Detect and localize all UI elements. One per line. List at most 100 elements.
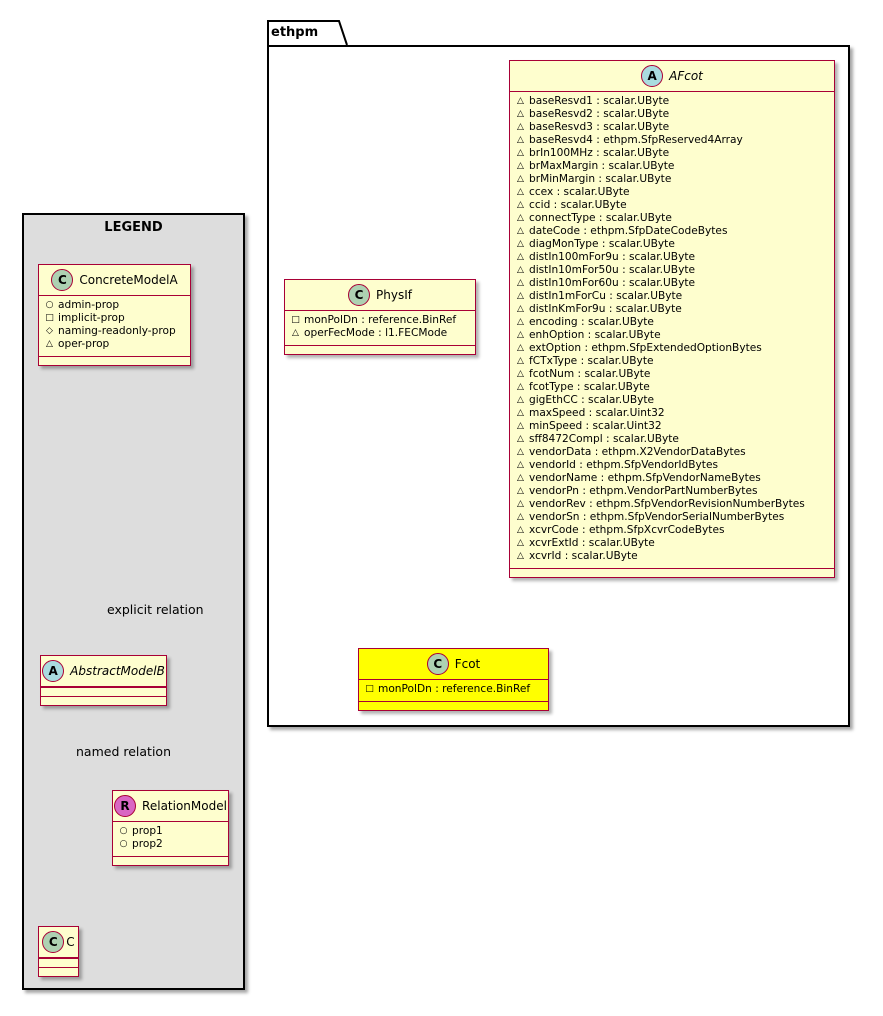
attribute-package: △dateCode : ethpm.SfpDateCodeBytes bbox=[516, 225, 828, 238]
attribute-text: xcvrExtId : scalar.UByte bbox=[529, 537, 655, 549]
attribute-text: baseResvd4 : ethpm.SfpReserved4Array bbox=[529, 134, 743, 146]
attribute-package: △xcvrCode : ethpm.SfpXcvrCodeBytes bbox=[516, 524, 828, 537]
attribute-public: ○prop2 bbox=[119, 838, 222, 851]
package-visibility-icon: △ bbox=[517, 538, 524, 548]
private-visibility-icon: □ bbox=[365, 684, 374, 694]
package-visibility-icon: △ bbox=[517, 278, 524, 288]
attribute-text: vendorPn : ethpm.VendorPartNumberBytes bbox=[529, 485, 758, 497]
attribute-private: □monPolDn : reference.BinRef bbox=[291, 314, 469, 327]
package-visibility-icon: △ bbox=[517, 96, 524, 106]
attribute-package: △ccid : scalar.UByte bbox=[516, 199, 828, 212]
package-visibility-icon: △ bbox=[517, 369, 524, 379]
attribute-text: vendorData : ethpm.X2VendorDataBytes bbox=[529, 446, 746, 458]
attribute-package: △ vendorRev : ethpm.SfpVendorRevisionNumb… bbox=[516, 498, 828, 511]
class-name: RelationModel bbox=[142, 799, 227, 813]
attribute-text: baseResvd1 : scalar.UByte bbox=[529, 95, 670, 107]
package-visibility-icon: △ bbox=[517, 213, 524, 223]
attribute-list: □monPolDn : reference.BinRef△operFecMode… bbox=[285, 311, 475, 345]
package-visibility-icon: △ bbox=[517, 447, 524, 457]
protected-visibility-icon: ◇ bbox=[46, 326, 53, 336]
package-visibility-icon: △ bbox=[517, 382, 524, 392]
attribute-text: brMaxMargin : scalar.UByte bbox=[529, 160, 675, 172]
attribute-private: □implicit-prop bbox=[45, 312, 184, 325]
attribute-text: encoding : scalar.UByte bbox=[529, 316, 654, 328]
package-name: ethpm bbox=[271, 25, 319, 40]
attribute-list: △baseResvd1 : scalar.UByte△baseResvd2 : … bbox=[510, 92, 834, 568]
attribute-public: ○prop1 bbox=[119, 825, 222, 838]
attribute-package: △ fCTxType : scalar.UByte bbox=[516, 355, 828, 368]
attribute-text: oper-prop bbox=[58, 338, 110, 350]
class-name: C bbox=[66, 935, 75, 949]
package-tab bbox=[267, 20, 348, 46]
package-visibility-icon: △ bbox=[517, 122, 524, 132]
attribute-package: △maxSpeed : scalar.Uint32 bbox=[516, 407, 828, 420]
package-visibility-icon: △ bbox=[517, 512, 524, 522]
attribute-text: enhOption : scalar.UByte bbox=[529, 329, 661, 341]
method-compartment bbox=[41, 696, 166, 705]
attribute-text: connectType : scalar.UByte bbox=[529, 212, 672, 224]
package-visibility-icon: △ bbox=[517, 343, 524, 353]
private-visibility-icon: □ bbox=[291, 315, 300, 325]
attribute-text: distIn10mFor50u : scalar.UByte bbox=[529, 264, 696, 276]
class-badge-icon: C bbox=[426, 653, 449, 675]
attribute-public: ○admin-prop bbox=[45, 299, 184, 312]
attribute-package: △brMinMargin : scalar.UByte bbox=[516, 173, 828, 186]
attribute-package: △brIn100MHz : scalar.UByte bbox=[516, 147, 828, 160]
attribute-list: ○admin-prop□implicit-prop◇ naming-readonl… bbox=[39, 296, 190, 356]
package-visibility-icon: △ bbox=[517, 434, 524, 444]
attribute-compartment bbox=[41, 687, 166, 696]
attribute-package: △vendorName : ethpm.SfpVendorNameBytes bbox=[516, 472, 828, 485]
explicit-relation-label: explicit relation bbox=[107, 602, 204, 617]
attribute-list: ○prop1○prop2 bbox=[113, 822, 228, 856]
package-visibility-icon: △ bbox=[292, 328, 299, 338]
package-visibility-icon: △ bbox=[517, 174, 524, 184]
attribute-package: △fcotType : scalar.UByte bbox=[516, 381, 828, 394]
attribute-text: sff8472Compl : scalar.UByte bbox=[529, 433, 679, 445]
package-visibility-icon: △ bbox=[517, 551, 524, 561]
afcot-class: A AFcot △baseResvd1 : scalar.UByte△baseR… bbox=[509, 60, 835, 578]
method-compartment bbox=[39, 356, 190, 365]
attribute-text: extOption : ethpm.SfpExtendedOptionBytes bbox=[529, 342, 762, 354]
method-compartment bbox=[39, 967, 78, 976]
attribute-text: implicit-prop bbox=[58, 312, 125, 324]
attribute-text: fCTxType : scalar.UByte bbox=[529, 355, 654, 367]
attribute-text: xcvrCode : ethpm.SfpXcvrCodeBytes bbox=[529, 524, 725, 536]
attribute-package: △ vendorId : ethpm.SfpVendorIdBytes bbox=[516, 459, 828, 472]
attribute-text: brIn100MHz : scalar.UByte bbox=[529, 147, 670, 159]
c-class: C C bbox=[38, 926, 79, 977]
attribute-text: baseResvd3 : scalar.UByte bbox=[529, 121, 670, 133]
package-visibility-icon: △ bbox=[46, 339, 53, 349]
attribute-text: monPolDn : reference.BinRef bbox=[378, 683, 531, 695]
package-visibility-icon: △ bbox=[517, 499, 524, 509]
attribute-text: naming-readonly-prop bbox=[58, 325, 176, 337]
attribute-text: baseResvd2 : scalar.UByte bbox=[529, 108, 670, 120]
package-visibility-icon: △ bbox=[517, 226, 524, 236]
attribute-text: prop2 bbox=[132, 838, 163, 850]
package-visibility-icon: △ bbox=[517, 135, 524, 145]
attribute-package: △minSpeed : scalar.Uint32 bbox=[516, 420, 828, 433]
attribute-package: △gigEthCC : scalar.UByte bbox=[516, 394, 828, 407]
attribute-package: △encoding : scalar.UByte bbox=[516, 316, 828, 329]
attribute-package: △ connectType : scalar.UByte bbox=[516, 212, 828, 225]
package-visibility-icon: △ bbox=[517, 265, 524, 275]
concrete-model-a-class: C ConcreteModelA ○admin-prop□implicit-pr… bbox=[38, 264, 191, 366]
package-visibility-icon: △ bbox=[517, 356, 524, 366]
class-name: ConcreteModelA bbox=[79, 273, 178, 287]
package-visibility-icon: △ bbox=[517, 187, 524, 197]
attribute-package: △brMaxMargin : scalar.UByte bbox=[516, 160, 828, 173]
package-visibility-icon: △ bbox=[517, 421, 524, 431]
attribute-package: △ extOption : ethpm.SfpExtendedOptionByte… bbox=[516, 342, 828, 355]
attribute-package: △baseResvd2 : scalar.UByte bbox=[516, 108, 828, 121]
attribute-text: vendorName : ethpm.SfpVendorNameBytes bbox=[529, 472, 761, 484]
attribute-text: vendorId : ethpm.SfpVendorIdBytes bbox=[529, 459, 718, 471]
package-visibility-icon: △ bbox=[517, 460, 524, 470]
attribute-package: △vendorSn : ethpm.SfpVendorSerialNumberB… bbox=[516, 511, 828, 524]
package-visibility-icon: △ bbox=[517, 408, 524, 418]
attribute-text: vendorRev : ethpm.SfpVendorRevisionNumbe… bbox=[529, 498, 805, 510]
method-compartment bbox=[510, 568, 834, 577]
attribute-text: admin-prop bbox=[58, 299, 120, 311]
attribute-compartment bbox=[39, 958, 78, 967]
attribute-package: △ xcvrExtId : scalar.UByte bbox=[516, 537, 828, 550]
class-badge-icon: C bbox=[42, 931, 65, 953]
package-visibility-icon: △ bbox=[517, 291, 524, 301]
